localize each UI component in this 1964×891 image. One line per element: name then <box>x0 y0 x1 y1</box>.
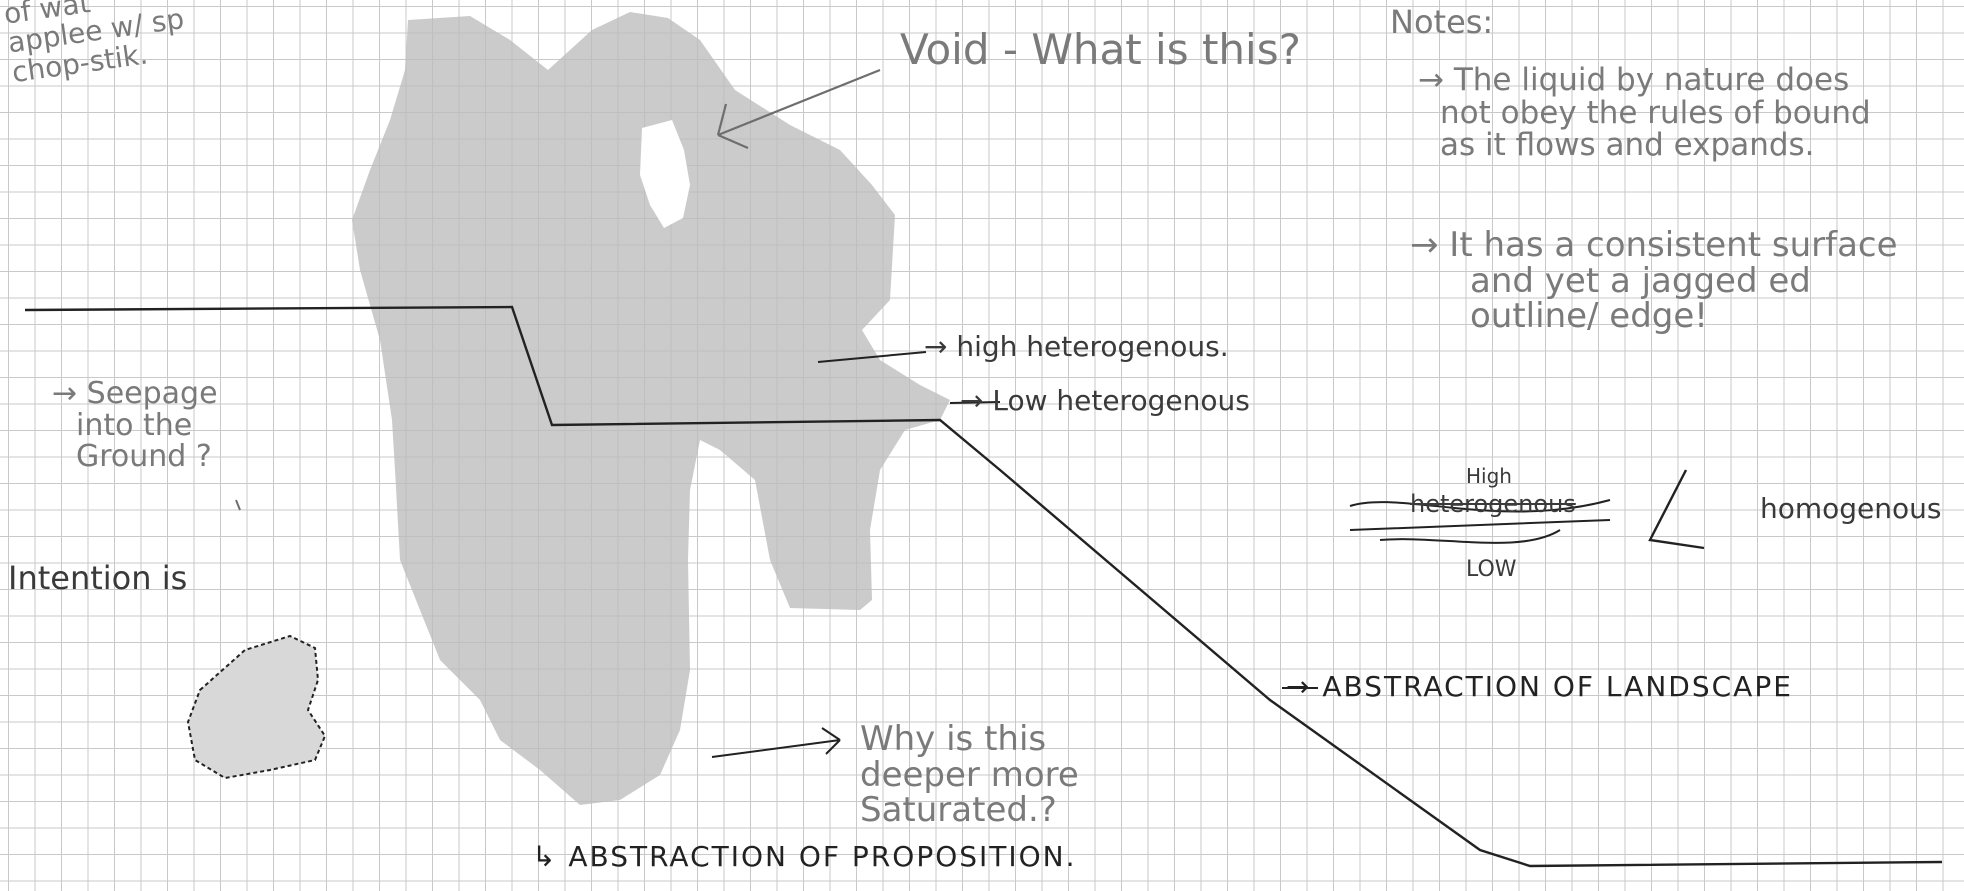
void-arrow <box>716 68 881 150</box>
note-2-line: → It has a consistent surface <box>1410 225 1898 265</box>
low-heterogenous-label: → Low heterogenous <box>960 384 1250 417</box>
void-hole <box>640 120 690 228</box>
abstraction-of-proposition-label: ↳ ABSTRACTION OF PROPOSITION. <box>532 840 1077 873</box>
liquid-stain <box>352 12 950 805</box>
why-note-line: deeper more <box>860 754 1079 795</box>
note-2: → It has a consistent surface and yet a … <box>1410 225 1898 337</box>
note-1: → The liquid by nature does not obey the… <box>1418 64 1871 162</box>
why-note: Why is this deeper more Saturated.? <box>860 719 1079 831</box>
high-heterogenous-label: → high heterogenous. <box>924 330 1229 363</box>
scale-bracket <box>1648 469 1705 550</box>
scale-line <box>1349 499 1611 544</box>
note-1-line: → The liquid by nature does <box>1418 62 1850 98</box>
note-1-line: not obey the rules of bound <box>1440 94 1871 131</box>
seepage-note: → Seepage into the Ground ? <box>52 378 218 473</box>
profile-line <box>24 305 1943 868</box>
notes-title: Notes: <box>1390 3 1494 41</box>
seepage-note-line: → Seepage <box>52 376 218 411</box>
why-arrow <box>711 727 841 758</box>
scale-heterogenous: heterogenous <box>1410 490 1576 518</box>
note-2-line: and yet a jagged ed <box>1470 260 1811 301</box>
scale-low: LOW <box>1466 557 1517 582</box>
why-note-line: Saturated.? <box>860 790 1057 831</box>
note-2-line: outline/ edge! <box>1470 296 1708 337</box>
seepage-note-line: Ground ? <box>76 439 212 474</box>
high-heterogenous-arrow <box>817 351 927 363</box>
low-heterogenous-arrow <box>949 401 1001 404</box>
scale-high: High <box>1466 464 1512 488</box>
seepage-mark <box>235 499 241 511</box>
abstraction-of-landscape-label: → ABSTRACTION OF LANDSCAPE <box>1286 670 1793 703</box>
intention-note: Intention is <box>8 559 188 597</box>
scale-homogeneous: homogenous <box>1760 492 1942 525</box>
why-note-line: Why is this <box>860 719 1047 759</box>
void-note: Void - What is this? <box>900 25 1301 74</box>
small-stain-blob <box>186 634 327 780</box>
seepage-note-line: into the <box>76 407 193 443</box>
note-1-line: as it flows and expands. <box>1440 127 1815 164</box>
